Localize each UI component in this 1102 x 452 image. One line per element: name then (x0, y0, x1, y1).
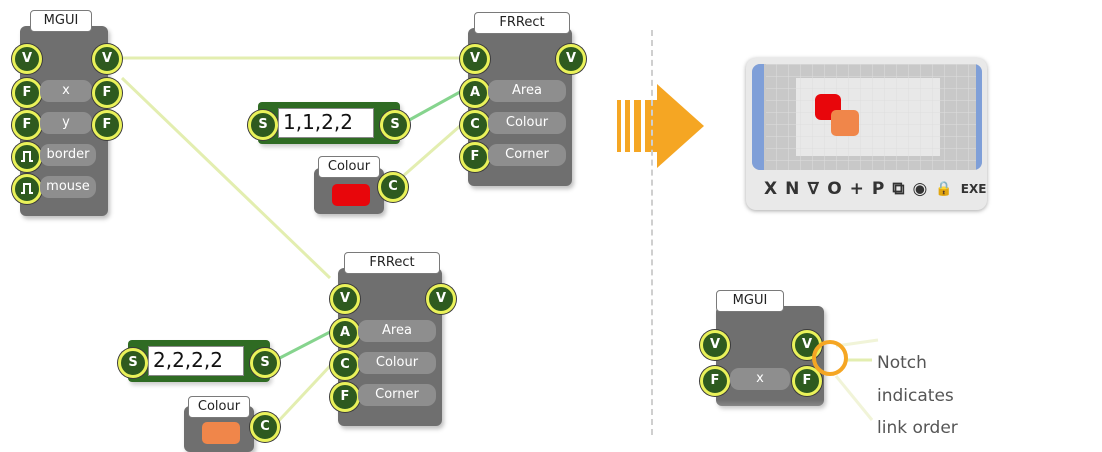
frrect-bottom-area-connector[interactable]: A (330, 318, 360, 348)
colour-top-out-connector[interactable]: C (378, 172, 408, 202)
eye-icon[interactable]: ◉ (912, 179, 928, 199)
pulse-icon (21, 151, 33, 162)
windows-icon[interactable]: ⧉ (892, 179, 905, 199)
wire-colour-bottom-colour (270, 364, 332, 430)
mgui-small-x-label: x (730, 368, 790, 390)
mgui-mouse-label: mouse (40, 176, 96, 198)
frrect-bottom-title: FRRect (344, 252, 440, 274)
close-icon[interactable]: X (764, 179, 778, 199)
string-bottom-out-connector[interactable]: S (250, 348, 280, 378)
frrect-bottom-corner-label: Corner (358, 384, 436, 406)
pulse-icon (21, 183, 33, 194)
colour-bottom-out-connector[interactable]: C (250, 412, 280, 442)
mgui-mouse-in-connector[interactable] (12, 174, 42, 204)
frrect-top-title: FRRect (474, 12, 570, 34)
mgui-x-in-connector[interactable]: F (12, 78, 42, 108)
frrect-top-colour-label: Colour (488, 112, 566, 134)
annotation-line2: indicates (877, 386, 954, 406)
frrect-top-area-label: Area (488, 80, 566, 102)
annotation-line1: Notch (877, 353, 927, 373)
mgui-y-in-connector[interactable]: F (12, 110, 42, 140)
wire-string-bottom-area (271, 330, 331, 364)
colour-top-swatch[interactable] (332, 184, 370, 206)
mgui-y-out-connector[interactable]: F (92, 110, 122, 140)
mgui-x-out-connector[interactable]: F (92, 78, 122, 108)
string-top-in-connector[interactable]: S (248, 110, 278, 140)
string-top-out-connector[interactable]: S (380, 110, 410, 140)
frrect-top-corner-label: Corner (488, 144, 566, 166)
exe-button[interactable]: EXE (960, 182, 987, 196)
triangle-icon[interactable]: ∇ (807, 179, 820, 199)
colour-bottom-title: Colour (188, 396, 250, 418)
mgui-small-in-v-connector[interactable]: V (700, 330, 730, 360)
mgui-x-label: x (40, 80, 92, 102)
frrect-top-colour-connector[interactable]: C (460, 110, 490, 140)
n-button[interactable]: N (785, 179, 800, 199)
mgui-out-v-connector[interactable]: V (92, 44, 122, 74)
frrect-bottom-in-v-connector[interactable]: V (330, 284, 360, 314)
frrect-bottom-colour-label: Colour (358, 352, 436, 374)
mgui-title: MGUI (30, 10, 92, 32)
string-bottom-field[interactable]: 2,2,2,2 (148, 346, 244, 376)
string-bottom-in-connector[interactable]: S (118, 348, 148, 378)
preview-left-bar (752, 64, 764, 170)
orange-arrow-icon (617, 84, 704, 168)
mgui-small-title: MGUI (716, 290, 784, 312)
wire-string-top-area (401, 90, 461, 126)
preview-toolbar: X N ∇ O + P ⧉ ◉ 🔒 EXE (764, 178, 986, 200)
frrect-top-area-connector[interactable]: A (460, 78, 490, 108)
mgui-border-in-connector[interactable] (12, 142, 42, 172)
frrect-top-corner-connector[interactable]: F (460, 142, 490, 172)
frrect-bottom-corner-connector[interactable]: F (330, 382, 360, 412)
string-top-field[interactable]: 1,1,2,2 (278, 108, 374, 138)
mgui-small-fade (690, 400, 840, 452)
preview-rect-orange (831, 110, 859, 136)
frrect-bottom-area-label: Area (358, 320, 436, 342)
lock-icon[interactable]: 🔒 (935, 181, 953, 197)
mgui-small-x-in-connector[interactable]: F (700, 366, 730, 396)
annotation-line3: link order (877, 418, 958, 438)
frrect-top-out-v-connector[interactable]: V (556, 44, 586, 74)
preview-grid (766, 64, 976, 170)
mgui-in-v-connector[interactable]: V (12, 44, 42, 74)
preview-canvas[interactable] (752, 64, 982, 170)
frrect-bottom-out-v-connector[interactable]: V (426, 284, 456, 314)
circle-icon[interactable]: O (827, 179, 842, 199)
notch-highlight-ring (812, 340, 848, 376)
p-button[interactable]: P (871, 179, 885, 199)
mgui-y-label: y (40, 112, 92, 134)
annotation-line-3 (834, 375, 874, 421)
frrect-bottom-colour-connector[interactable]: C (330, 350, 360, 380)
plus-icon[interactable]: + (849, 179, 864, 199)
colour-bottom-swatch[interactable] (202, 422, 240, 444)
section-divider (651, 30, 653, 435)
frrect-top-in-v-connector[interactable]: V (460, 44, 490, 74)
preview-window[interactable]: X N ∇ O + P ⧉ ◉ 🔒 EXE (746, 58, 987, 210)
mgui-small-x-out-connector[interactable]: F (792, 366, 822, 396)
mgui-border-label: border (40, 144, 96, 166)
colour-top-title: Colour (318, 156, 380, 178)
preview-right-bar (976, 64, 982, 170)
